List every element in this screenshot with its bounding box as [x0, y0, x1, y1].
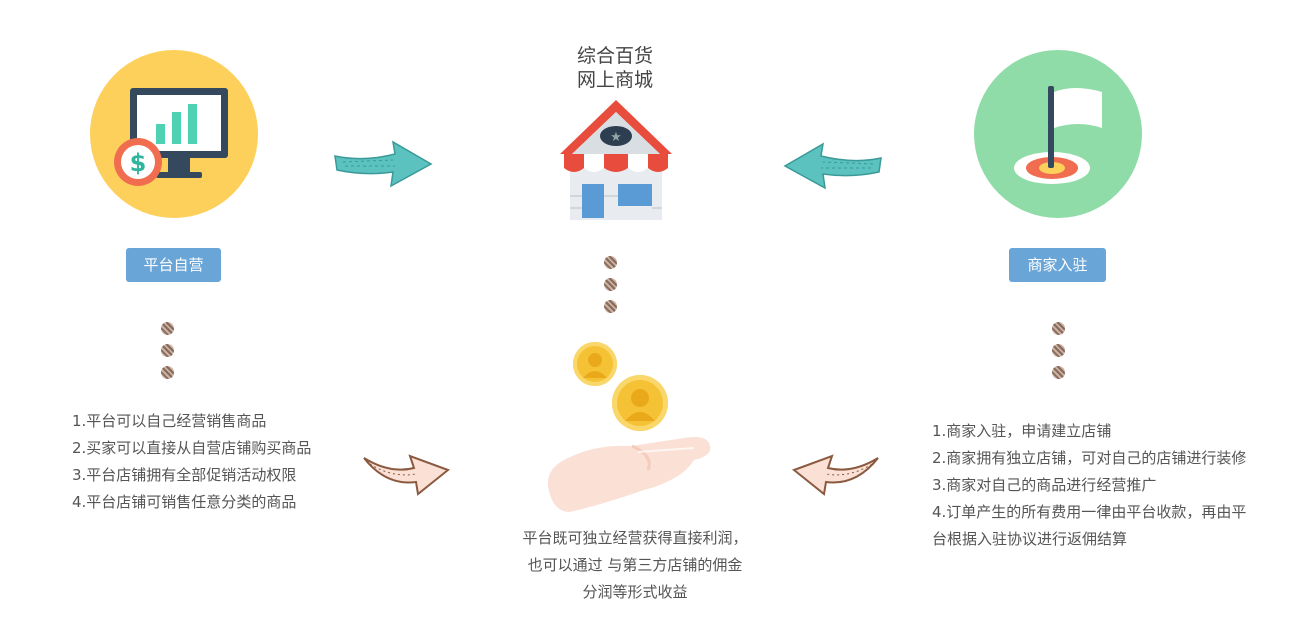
list-item: 3.平台店铺拥有全部促销活动权限	[72, 466, 297, 484]
arrow-left-icon	[783, 140, 883, 196]
desc-line: 平台既可独立经营获得直接利润，	[522, 529, 748, 547]
center-dots	[604, 256, 617, 322]
list-item: 2.商家拥有独立店铺，可对自己的店铺进行装修	[932, 449, 1247, 467]
list-item: 2.买家可以直接从自营店铺购买商品	[72, 439, 312, 457]
center-description: 平台既可独立经营获得直接利润， 也可以通过 与第三方店铺的佣金 分润等形式收益	[490, 525, 780, 606]
right-feature-list: 1.商家入驻，申请建立店铺 2.商家拥有独立店铺，可对自己的店铺进行装修 3.商…	[932, 418, 1246, 553]
shop-icon: ★	[556, 96, 676, 226]
desc-line: 分润等形式收益	[582, 583, 688, 601]
mall-title-line1: 综合百货	[576, 45, 653, 67]
self-operated-badge: 平台自营	[126, 248, 221, 282]
list-item: 台根据入驻协议进行返佣结算	[932, 530, 1128, 548]
arrow-right-icon	[333, 138, 433, 194]
curved-arrow-left-icon	[791, 448, 880, 500]
merchant-entry-badge: 商家入驻	[1009, 248, 1106, 282]
monitor-dollar-icon: $	[90, 50, 258, 218]
mall-title: 综合百货 网上商城	[540, 44, 690, 92]
coin-icon	[573, 342, 617, 386]
svg-text:★: ★	[610, 130, 622, 145]
curved-arrow-right-icon	[362, 448, 451, 500]
target-flag-icon	[974, 50, 1142, 218]
list-item: 1.商家入驻，申请建立店铺	[932, 422, 1112, 440]
mall-title-line2: 网上商城	[576, 69, 653, 91]
right-dots	[1052, 322, 1065, 388]
hand-icon	[544, 428, 716, 518]
list-item: 4.平台店铺可销售任意分类的商品	[72, 493, 297, 511]
left-dots	[161, 322, 174, 388]
coin-icon	[612, 375, 668, 431]
list-item: 3.商家对自己的商品进行经营推广	[932, 476, 1157, 494]
left-feature-list: 1.平台可以自己经营销售商品 2.买家可以直接从自营店铺购买商品 3.平台店铺拥…	[72, 408, 311, 516]
list-item: 4.订单产生的所有费用一律由平台收款，再由平	[932, 503, 1247, 521]
list-item: 1.平台可以自己经营销售商品	[72, 412, 267, 430]
svg-text:$: $	[130, 149, 147, 177]
desc-line: 也可以通过 与第三方店铺的佣金	[527, 556, 743, 574]
